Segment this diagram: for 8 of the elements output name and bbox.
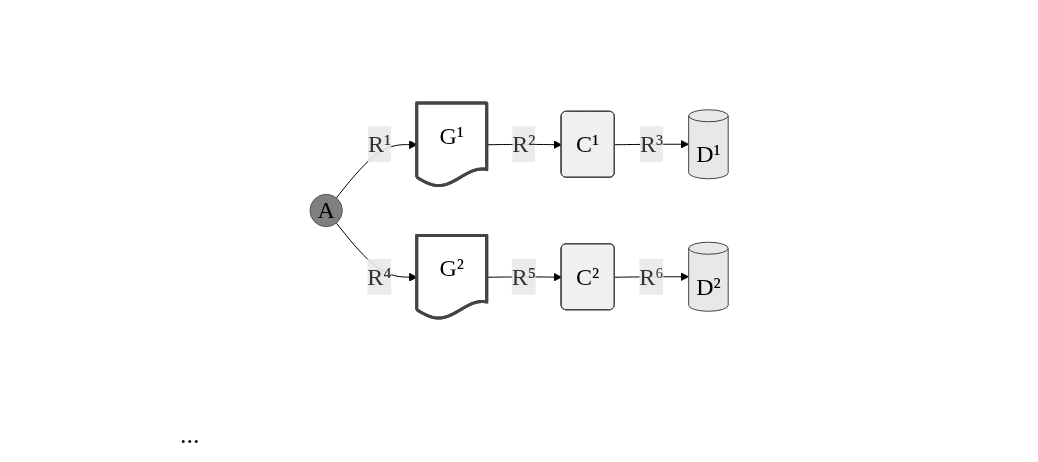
edge-label: R¹ <box>367 130 392 157</box>
edge-label: R² <box>512 130 536 157</box>
ellipsis-note: ... <box>180 420 200 449</box>
node-circle: A <box>309 193 343 227</box>
edge-label: R⁴ <box>367 263 392 290</box>
edge-label: R⁶ <box>639 263 664 290</box>
edge-label: R⁵ <box>511 263 536 290</box>
edge-label: R³ <box>639 130 663 157</box>
